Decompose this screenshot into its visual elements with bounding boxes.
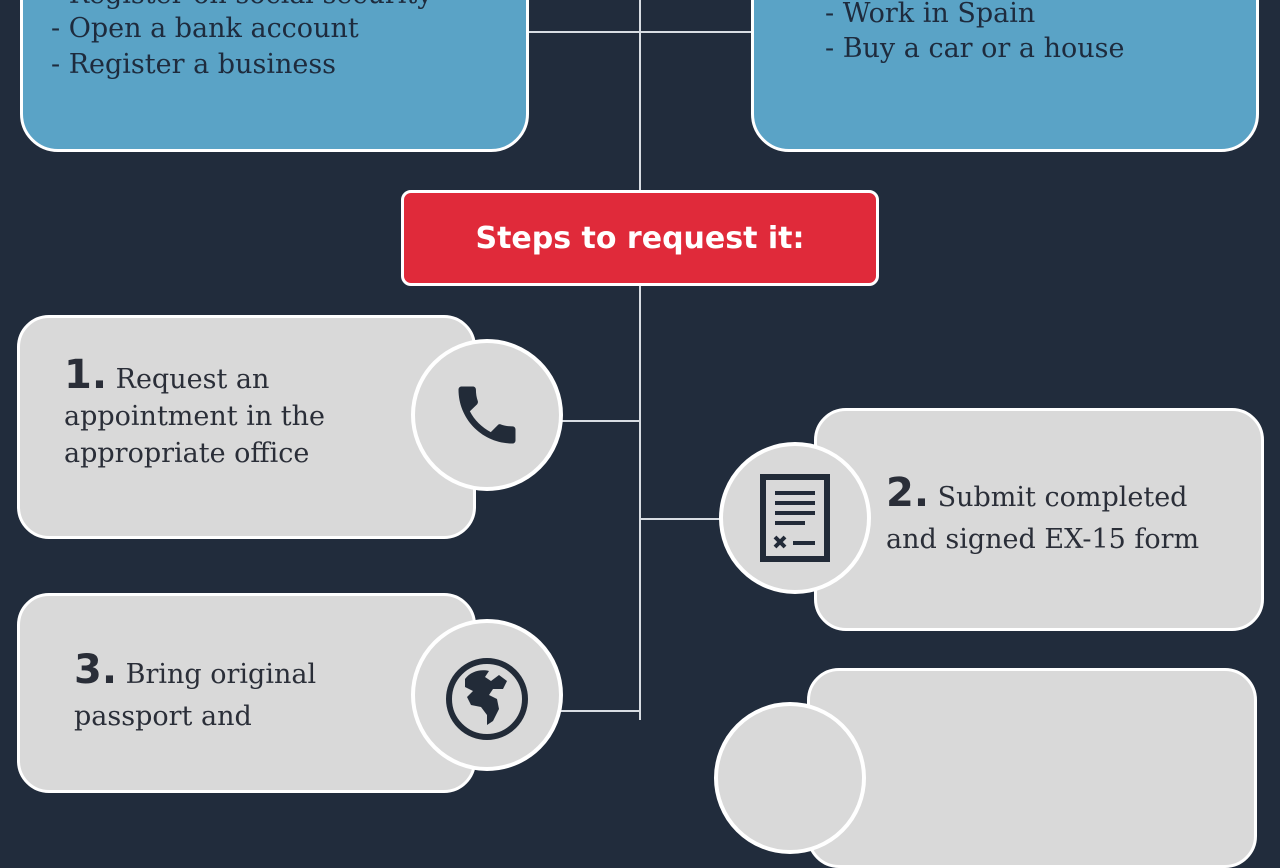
step-number: 2. bbox=[886, 470, 930, 516]
benefit-item: - Register a business bbox=[51, 49, 337, 80]
step-text: appointment in the bbox=[64, 401, 326, 432]
connector-top bbox=[526, 31, 754, 33]
globe-icon bbox=[446, 658, 528, 740]
step-text: Submit completed bbox=[937, 482, 1188, 513]
benefit-item: - Buy a car or a house bbox=[825, 33, 1125, 64]
benefit-item: - Work in Spain bbox=[825, 0, 1036, 29]
step-2-box bbox=[814, 408, 1264, 631]
connector-vertical-top bbox=[639, 0, 641, 190]
connector-step3 bbox=[560, 710, 640, 712]
step-2-icon-circle bbox=[719, 442, 871, 594]
step-4-icon-circle bbox=[714, 702, 866, 854]
phone-icon bbox=[458, 386, 516, 444]
connector-step1 bbox=[560, 420, 640, 422]
benefit-item: - Register on social security bbox=[51, 0, 433, 10]
benefits-box-right: - Work in Spain - Buy a car or a house bbox=[751, 0, 1259, 152]
step-1-box bbox=[17, 315, 476, 539]
connector-vertical-bottom bbox=[639, 286, 641, 720]
step-text: Bring original bbox=[125, 659, 317, 690]
step-text: passport and bbox=[74, 701, 252, 732]
step-number: 3. bbox=[74, 647, 118, 693]
step-number: 1. bbox=[64, 352, 108, 398]
steps-title: Steps to request it: bbox=[401, 190, 879, 286]
step-2-text: 2. Submit completed and signed EX-15 for… bbox=[886, 470, 1199, 561]
step-3-text: 3. Bring original passport and bbox=[74, 647, 316, 738]
step-3-icon-circle bbox=[411, 619, 563, 771]
step-1-icon-circle bbox=[411, 339, 563, 491]
benefits-box-left: - Register on social security - Open a b… bbox=[20, 0, 529, 152]
form-icon bbox=[760, 474, 830, 562]
benefit-item: - Open a bank account bbox=[51, 13, 359, 44]
step-text: appropriate office bbox=[64, 438, 310, 469]
step-text: and signed EX-15 form bbox=[886, 524, 1200, 555]
step-text: Request an bbox=[115, 364, 270, 395]
step-4-box bbox=[807, 668, 1257, 868]
step-1-text: 1. Request an appointment in the appropr… bbox=[64, 352, 325, 472]
connector-step2 bbox=[640, 518, 722, 520]
steps-title-text: Steps to request it: bbox=[475, 220, 805, 256]
